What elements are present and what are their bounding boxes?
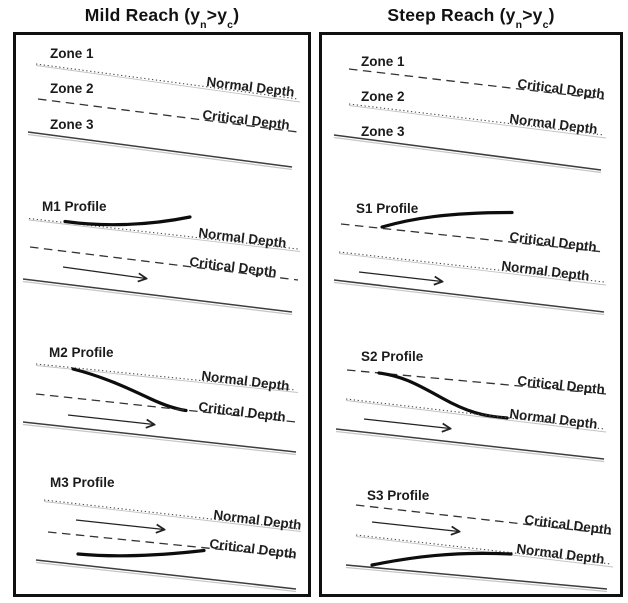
steep-title-text: Steep Reach (y: [387, 5, 516, 25]
channel-bed-shadow: [345, 566, 608, 593]
mild-title-close: ): [233, 5, 240, 25]
steep-zones-panel: Zone 1 Critical Depth Zone 2 Normal Dept…: [333, 54, 607, 174]
channel-bed-shadow: [22, 280, 293, 316]
normal-depth-label: Normal Depth: [206, 74, 296, 100]
normal-depth-label: Normal Depth: [213, 507, 303, 533]
zone1-label: Zone 1: [50, 46, 94, 61]
s2-profile-panel: S2 Profile Critical Depth Normal Depth: [335, 349, 607, 463]
critical-depth-label: Critical Depth: [517, 373, 606, 397]
critical-depth-label: Critical Depth: [517, 76, 606, 102]
normal-depth-line: [35, 63, 299, 100]
m2-profile-curve: [71, 367, 188, 413]
m1-profile-curve: [63, 215, 192, 227]
m1-profile-label: M1 Profile: [42, 199, 107, 214]
normal-depth-line: [35, 363, 297, 391]
channel-bed-line: [22, 278, 293, 313]
zone2-label: Zone 2: [50, 81, 94, 96]
normal-depth-label: Normal Depth: [509, 111, 599, 137]
m3-profile-panel: M3 Profile Normal Depth Critical Depth: [35, 475, 303, 593]
normal-depth-faint-line: [28, 219, 301, 252]
s1-profile-curve: [380, 210, 514, 229]
critical-depth-line: [35, 393, 297, 423]
critical-depth-label: Critical Depth: [209, 536, 298, 562]
mild-title-comparator: >y: [206, 5, 228, 25]
flow-direction-arrow: [358, 271, 442, 282]
channel-bed-line: [22, 421, 297, 453]
steep-title-comparator: >y: [522, 5, 543, 25]
channel-bed-shadow: [22, 423, 297, 456]
normal-depth-label: Normal Depth: [198, 225, 288, 251]
s2-profile-curve: [377, 371, 509, 420]
mild-reach-title: Mild Reach (yn>yc): [14, 1, 310, 32]
flow-direction-arrow: [75, 519, 164, 530]
steep-reach-drawing: Zone 1 Critical Depth Zone 2 Normal Dept…: [333, 54, 614, 593]
channel-bed-line: [335, 428, 605, 460]
steep-title-close: ): [548, 5, 555, 25]
subscript-n: n: [200, 19, 207, 32]
normal-depth-faint-line: [348, 105, 607, 139]
critical-depth-line: [37, 98, 299, 133]
channel-bed-line: [333, 279, 605, 313]
s1-profile-panel: S1 Profile Critical Depth Normal Depth: [333, 201, 607, 316]
critical-depth-line: [29, 246, 299, 281]
critical-depth-line: [355, 504, 612, 535]
normal-depth-faint-line: [345, 400, 607, 433]
channel-bed-shadow: [35, 561, 297, 593]
critical-depth-label: Critical Depth: [189, 254, 278, 280]
flow-direction-arrow: [363, 418, 450, 429]
subscript-n: n: [515, 19, 523, 32]
critical-depth-line: [340, 223, 605, 253]
critical-depth-label: Critical Depth: [202, 107, 291, 133]
channel-bed-shadow: [333, 281, 605, 316]
channel-bed-line: [345, 564, 608, 590]
normal-depth-faint-line: [35, 65, 301, 103]
normal-depth-faint-line: [338, 253, 607, 286]
normal-depth-line: [345, 398, 605, 430]
critical-depth-line: [348, 68, 605, 100]
mild-zones-panel: Zone 1 Normal Depth Zone 2 Critical Dept…: [27, 46, 301, 171]
normal-depth-label: Normal Depth: [501, 258, 591, 284]
normal-depth-label: Normal Depth: [516, 541, 606, 567]
critical-depth-label: Critical Depth: [198, 399, 287, 425]
steep-reach-title: Steep Reach (yn>yc): [320, 1, 622, 32]
s3-profile-curve: [370, 551, 513, 567]
s3-profile-label: S3 Profile: [367, 488, 430, 503]
m1-profile-panel: M1 Profile Normal Depth Critical Depth: [22, 199, 301, 316]
s3-profile-panel: S3 Profile Critical Depth Normal Depth: [345, 488, 614, 593]
channel-bed-line: [333, 134, 602, 171]
s2-profile-label: S2 Profile: [361, 349, 424, 364]
mild-reach-drawing: Zone 1 Normal Depth Zone 2 Critical Dept…: [22, 46, 303, 593]
zone2-label: Zone 2: [361, 89, 405, 104]
flow-direction-arrow: [67, 414, 154, 425]
m2-profile-label: M2 Profile: [49, 345, 114, 360]
channel-bed-line: [27, 131, 293, 168]
flow-direction-arrow: [62, 266, 146, 279]
mild-reach-panel: Zone 1 Normal Depth Zone 2 Critical Dept…: [13, 32, 311, 597]
m3-profile-label: M3 Profile: [50, 475, 115, 490]
zone3-label: Zone 3: [50, 117, 94, 132]
critical-depth-label: Critical Depth: [509, 229, 598, 255]
normal-depth-faint-line: [355, 536, 614, 568]
critical-depth-label: Critical Depth: [524, 512, 613, 538]
zone1-label: Zone 1: [361, 54, 405, 69]
normal-depth-label: Normal Depth: [201, 368, 291, 394]
channel-bed-shadow: [27, 133, 293, 171]
s1-profile-label: S1 Profile: [356, 201, 419, 216]
subscript-c: c: [542, 19, 549, 32]
mild-title-text: Mild Reach (y: [84, 5, 201, 25]
normal-depth-label: Normal Depth: [509, 406, 599, 432]
zone3-label: Zone 3: [361, 124, 405, 139]
normal-depth-line: [338, 251, 605, 283]
channel-bed-line: [35, 559, 297, 590]
m3-profile-curve: [76, 548, 206, 558]
flow-direction-arrow: [371, 521, 459, 532]
m2-profile-panel: M2 Profile Normal Depth Critical Depth: [22, 345, 299, 456]
normal-depth-faint-line: [43, 501, 302, 532]
subscript-c: c: [227, 19, 234, 32]
steep-reach-panel: Zone 1 Critical Depth Zone 2 Normal Dept…: [319, 32, 623, 597]
channel-bed-shadow: [335, 430, 605, 463]
channel-bed-shadow: [333, 136, 602, 174]
